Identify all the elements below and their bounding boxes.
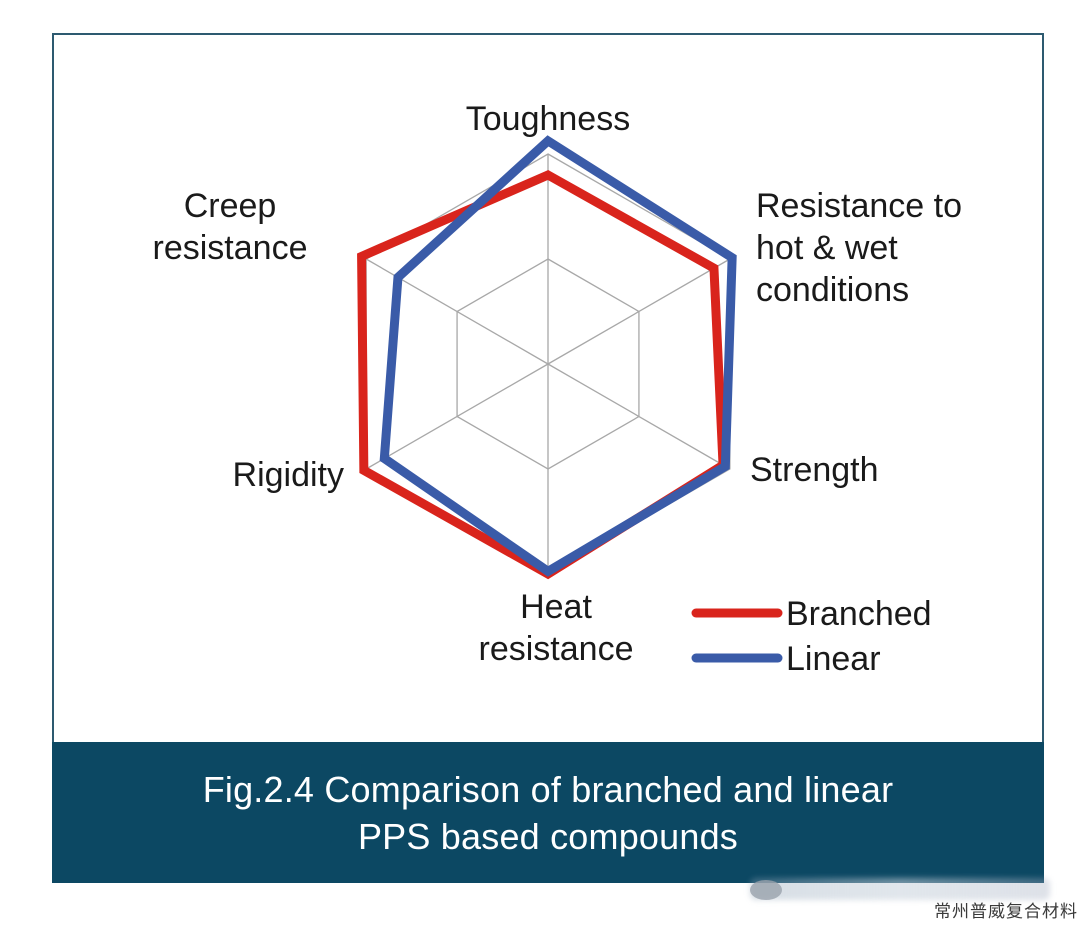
axis-label-1-line-1: Toughness <box>466 100 630 138</box>
axis-label-5: Rigidity <box>233 456 344 494</box>
watermark: 常州普威复合材料 <box>750 872 1080 922</box>
watermark-text: 常州普威复合材料 <box>934 902 1078 922</box>
figure-caption: Fig.2.4 Comparison of branched and linea… <box>52 742 1044 883</box>
axis-label-2-line-2: hot & wet <box>756 229 898 267</box>
axis-label-6-line-2: resistance <box>153 229 308 267</box>
radar-series <box>357 135 737 580</box>
axis-label-2: Resistance to hot & wet conditions <box>756 187 962 309</box>
axis-label-3: Strength <box>750 451 879 489</box>
axis-label-2-line-3: conditions <box>756 271 909 309</box>
axis-label-6: Creep resistance <box>153 187 308 267</box>
caption-line-1: Fig.2.4 Comparison of branched and linea… <box>202 768 894 810</box>
axis-label-4: Heat resistance <box>479 588 634 668</box>
grid-spoke-2 <box>547 258 731 365</box>
wechat-icon <box>750 880 782 900</box>
axis-label-2-line-1: Resistance to <box>756 187 962 225</box>
series-linear-line <box>379 135 737 577</box>
axis-label-5-line-1: Rigidity <box>233 456 344 494</box>
series-branched-line <box>357 169 728 580</box>
axis-label-4-line-1: Heat <box>520 588 592 626</box>
axis-label-3-line-1: Strength <box>750 451 879 489</box>
legend-label-branched: Branched <box>786 595 932 633</box>
axis-label-6-line-1: Creep <box>184 187 277 225</box>
grid-spoke-5 <box>365 363 549 470</box>
legend-label-linear: Linear <box>786 640 881 678</box>
axis-label-1: Toughness <box>466 100 630 138</box>
grid-spoke-3 <box>547 363 731 470</box>
axis-label-4-line-2: resistance <box>479 630 634 668</box>
caption-line-2: PPS based compounds <box>357 815 739 857</box>
watermark-blur <box>750 878 1050 900</box>
